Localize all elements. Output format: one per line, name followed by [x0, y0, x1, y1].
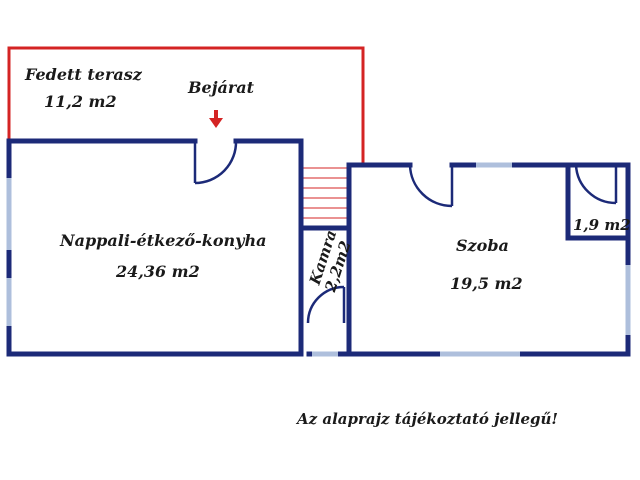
- closet-area-label: 1,9 m2: [573, 216, 631, 234]
- terrace-area-label: 11,2 m2: [44, 92, 117, 111]
- bedroom-name-label: Szoba: [456, 236, 509, 255]
- pantry-door: [306, 285, 346, 324]
- living-room-name-label: Nappali-étkező-konyha: [59, 231, 266, 250]
- bedroom-door: [408, 164, 454, 208]
- living-room-windows: [6, 178, 338, 357]
- arrow-down-icon: [209, 110, 223, 128]
- terrace-name-label: Fedett terasz: [24, 65, 143, 84]
- bedroom-walls: [346, 162, 631, 357]
- disclaimer-note: Az alaprajz tájékoztató jellegű!: [295, 410, 558, 428]
- bedroom-windows: [440, 162, 631, 357]
- living-room-area-label: 24,36 m2: [115, 262, 200, 281]
- staircase: [301, 167, 349, 219]
- bedroom-area-label: 19,5 m2: [450, 274, 523, 293]
- closet-door: [574, 164, 618, 205]
- entrance-door: [193, 140, 238, 185]
- terrace-outline: [7, 46, 365, 165]
- entrance-label: Bejárat: [187, 78, 255, 97]
